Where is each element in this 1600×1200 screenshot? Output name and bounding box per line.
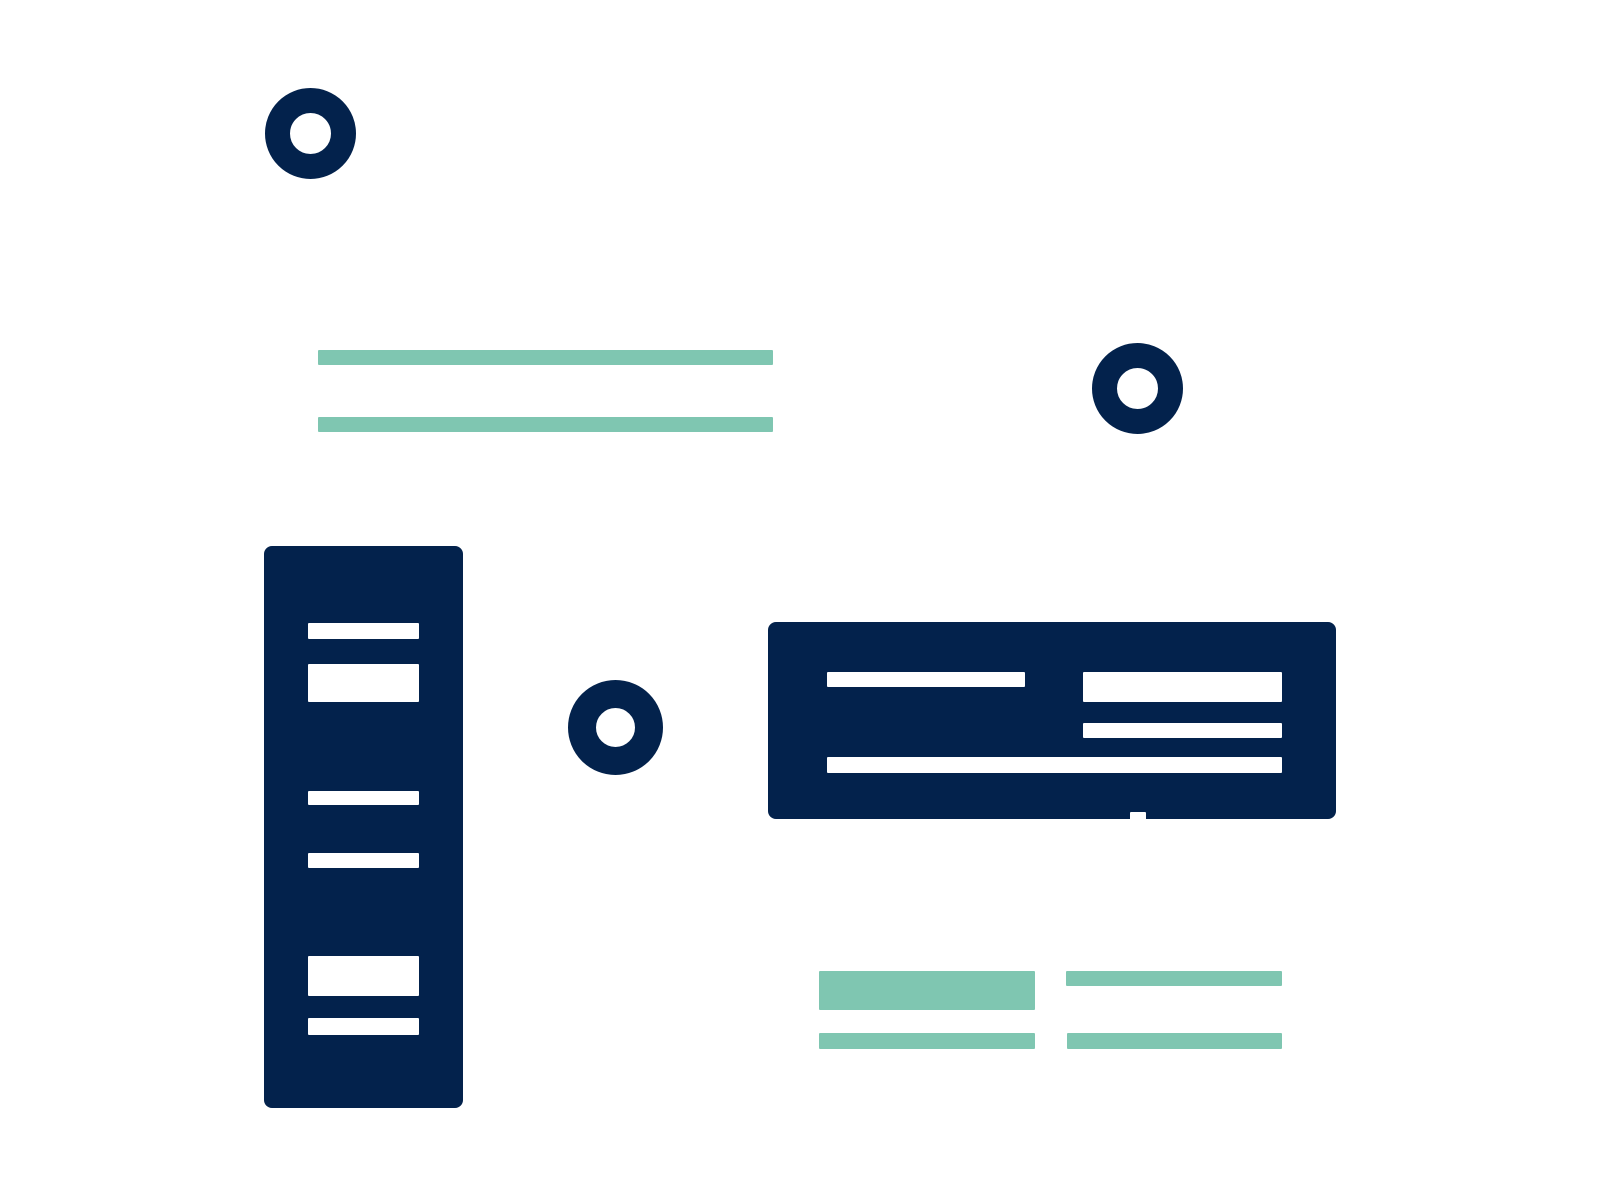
donut-top-right-icon [1092,343,1183,434]
sidebar-skeleton-block-1 [308,664,419,702]
content-card [768,622,1336,819]
donut-middle-icon [568,680,663,775]
sidebar-skeleton-line-2 [308,791,419,805]
content-skeleton-line-full [827,757,1282,773]
content-skeleton-block [1083,672,1282,702]
footer-teal-line-right-1 [1066,971,1282,986]
content-skeleton-line-right [1083,723,1282,738]
footer-teal-block-left [819,971,1035,1010]
content-card-bottom-notch [1130,812,1146,820]
sidebar-skeleton-line-4 [308,1018,419,1035]
sidebar-skeleton-block-2 [308,956,419,996]
heading-line-2 [318,417,773,432]
heading-line-1 [318,350,773,365]
sidebar-card [264,546,463,1108]
sidebar-skeleton-line-3 [308,853,419,868]
donut-top-left-icon [265,88,356,179]
footer-teal-line-left [819,1033,1035,1049]
footer-teal-line-right-2 [1067,1033,1282,1049]
sidebar-skeleton-line-1 [308,623,419,639]
content-skeleton-title [827,672,1025,687]
